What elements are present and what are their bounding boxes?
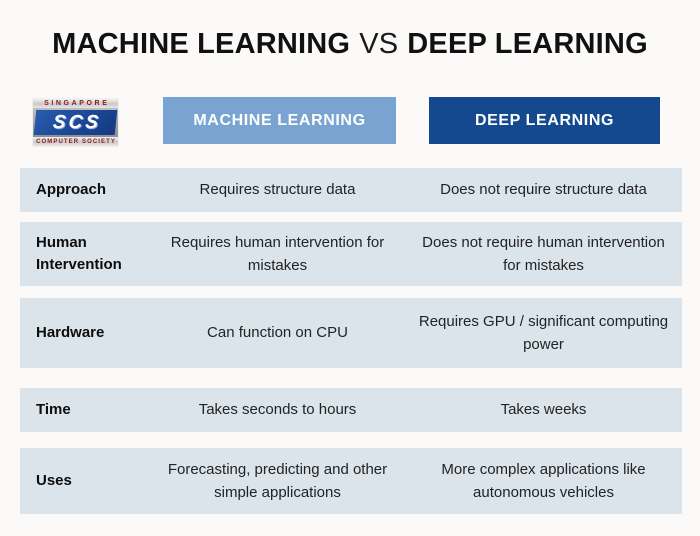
column-header-deep-learning: DEEP LEARNING	[429, 97, 660, 144]
scs-logo: SINGAPORE SCS COMPUTER SOCIETY	[33, 99, 118, 146]
ml-cell: Can function on CPU	[207, 324, 348, 342]
logo-frame: SCS	[33, 108, 118, 137]
ml-cell: Requires human intervention for mistakes	[170, 233, 385, 274]
dl-cell: Does not require human intervention for …	[422, 233, 665, 274]
table-row-time: Time Takes seconds to hours Takes weeks	[20, 388, 682, 432]
column-header-deep-learning-label: DEEP LEARNING	[474, 111, 615, 129]
dl-cell: More complex applications like autonomou…	[441, 460, 646, 501]
ml-cell: Takes seconds to hours	[198, 401, 357, 419]
table-row-approach: Approach Requires structure data Does no…	[20, 168, 682, 212]
row-label: Uses	[36, 472, 72, 490]
ml-cell: Forecasting, predicting and other simple…	[167, 460, 388, 501]
logo-computer-society-text: COMPUTER SOCIETY	[33, 137, 118, 146]
title-deep-learning: DEEP LEARNING	[407, 28, 648, 60]
row-label: Approach	[36, 181, 107, 199]
row-label: Human Intervention	[36, 234, 122, 273]
comparison-table: Approach Requires structure data Does no…	[20, 168, 682, 514]
column-header-machine-learning: MACHINE LEARNING	[163, 97, 396, 144]
table-row-uses: Uses Forecasting, predicting and other s…	[20, 448, 682, 514]
ml-cell: Requires structure data	[199, 181, 356, 199]
title-machine-learning: MACHINE LEARNING	[52, 28, 351, 60]
dl-cell: Does not require structure data	[440, 181, 647, 199]
row-label: Hardware	[36, 324, 105, 342]
table-row-human-intervention: Human Intervention Requires human interv…	[20, 222, 682, 286]
table-row-hardware: Hardware Can function on CPU Requires GP…	[20, 298, 682, 368]
dl-cell: Requires GPU / significant computing pow…	[418, 312, 669, 353]
logo-singapore-text: SINGAPORE	[33, 99, 118, 108]
logo-scs-acronym: SCS	[33, 110, 118, 135]
dl-cell: Takes weeks	[500, 401, 587, 419]
column-header-machine-learning-label: MACHINE LEARNING	[193, 111, 366, 129]
title-vs: VS	[359, 28, 399, 60]
row-label: Time	[36, 401, 71, 419]
